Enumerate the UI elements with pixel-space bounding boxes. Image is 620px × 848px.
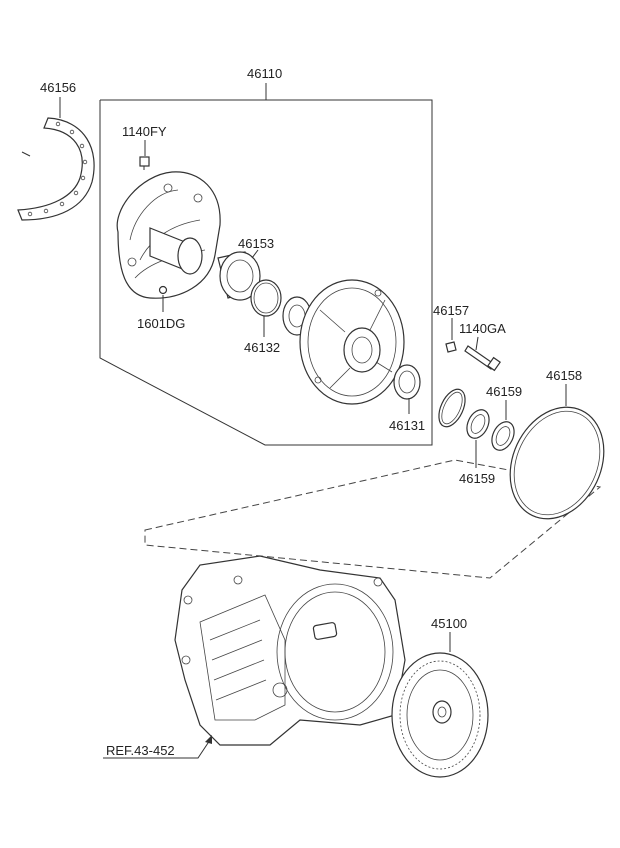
label-46153: 46153 — [238, 236, 274, 251]
ref-leader — [103, 735, 212, 759]
label-46158: 46158 — [546, 368, 582, 383]
installation-outline — [144, 459, 602, 579]
gasket-46156 — [17, 117, 95, 221]
leader-1140GA — [475, 336, 479, 351]
label-46156: 46156 — [40, 80, 76, 95]
bolt-1140FY — [139, 156, 150, 170]
pump-cover-46110 — [299, 279, 405, 405]
seal-46131 — [393, 364, 421, 400]
leader-46153 — [251, 249, 259, 259]
pin-46157 — [445, 341, 457, 353]
ring-46159-lower — [466, 409, 490, 439]
label-46110: 46110 — [247, 66, 282, 81]
bolt-1140GA — [464, 345, 501, 372]
plug-1601DG — [158, 285, 168, 295]
oring-46132 — [250, 279, 282, 317]
oring-small — [438, 388, 466, 428]
torque-converter-45100 — [391, 652, 489, 778]
label-1140GA: 1140GA — [459, 321, 506, 336]
label-ref: REF.43-452 — [106, 743, 175, 758]
label-46132: 46132 — [244, 340, 280, 355]
oring-46158 — [509, 406, 605, 520]
label-45100: 45100 — [431, 616, 467, 631]
assembly-outline — [99, 99, 433, 446]
label-46159-lower: 46159 — [459, 471, 495, 486]
label-46157: 46157 — [433, 303, 469, 318]
label-1601DG: 1601DG — [137, 316, 185, 331]
label-46159-upper: 46159 — [486, 384, 522, 399]
oil-pump-housing — [116, 171, 221, 299]
label-46131: 46131 — [389, 418, 425, 433]
ring-gear-46153 — [217, 251, 261, 301]
ring-46159-upper — [491, 421, 515, 451]
label-1140FY: 1140FY — [122, 124, 167, 139]
transmission-case — [174, 555, 406, 746]
